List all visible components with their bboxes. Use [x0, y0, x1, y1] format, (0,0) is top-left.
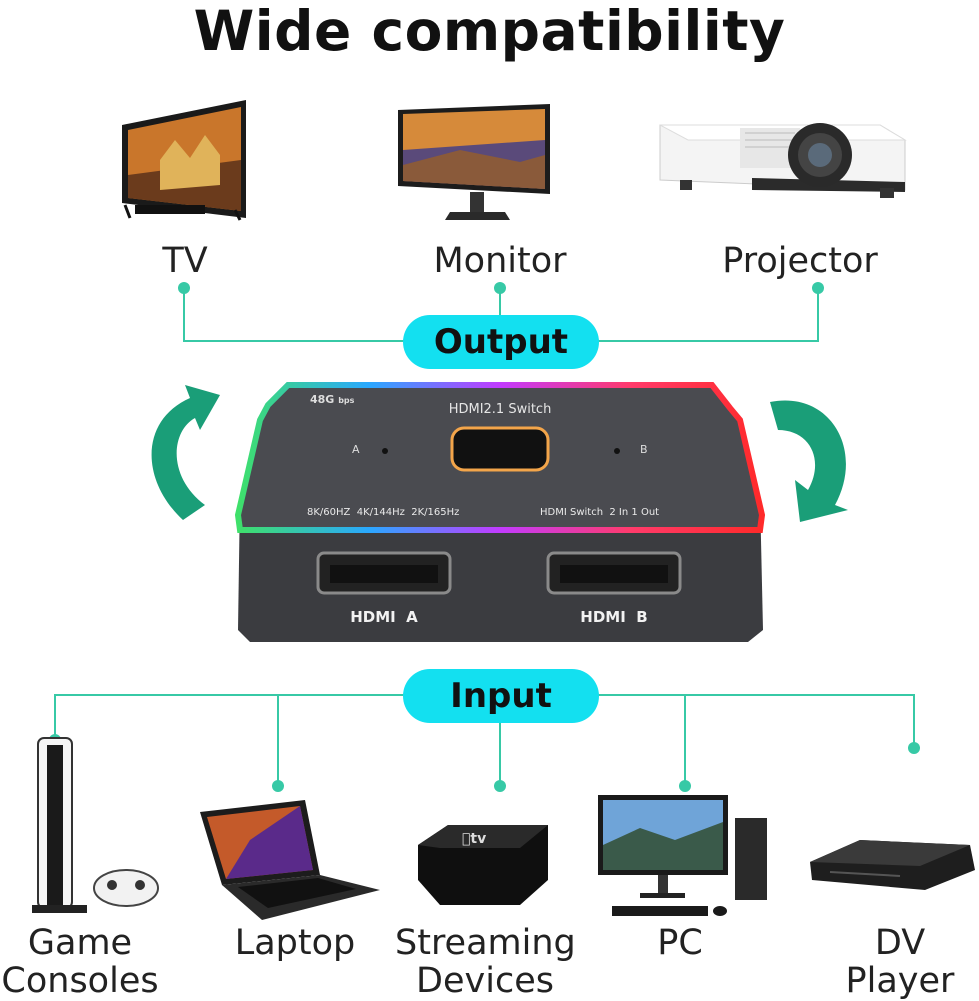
tv-icon [122, 100, 246, 221]
device-speed: 48G bps [310, 393, 355, 406]
streaming-box-icon: tv [418, 825, 548, 905]
monitor-icon [398, 104, 550, 220]
dv-player-icon [810, 840, 975, 890]
port-label-a: HDMI A [350, 608, 418, 626]
output-badge: Output [403, 315, 599, 369]
input-dot-laptop [272, 780, 284, 792]
svg-text:tv: tv [462, 831, 486, 847]
output-label-monitor: Monitor [433, 241, 567, 281]
laptop-icon [200, 800, 380, 920]
output-label-projector: Projector [722, 241, 878, 281]
input-label-laptop: Laptop [234, 923, 356, 963]
output-dot-tv [178, 282, 190, 294]
device-specs: 8K/60HZ 4K/144Hz 2K/165Hz [307, 507, 460, 518]
input-dot-dv [908, 742, 920, 754]
output-label-tv: TV [162, 241, 208, 281]
right-rotate-arrow-icon [770, 400, 848, 522]
pc-icon [598, 795, 767, 916]
page-title: Wide compatibility [193, 0, 786, 63]
input-dot-streaming [494, 780, 506, 792]
left-rotate-arrow-icon [151, 385, 220, 520]
led-label-a: A [352, 443, 360, 456]
input-badge: Input [403, 669, 599, 723]
port-label-b: HDMI B [580, 608, 648, 626]
game-console-icon [32, 737, 159, 913]
hdmi-switch-device [234, 382, 766, 642]
device-specs-right: HDMI Switch 2 In 1 Out [540, 507, 660, 518]
led-label-b: B [640, 443, 648, 456]
input-label-pc: PC [657, 923, 703, 963]
output-dot-projector [812, 282, 824, 294]
output-dot-monitor [494, 282, 506, 294]
projector-icon [659, 123, 907, 198]
device-name: HDMI2.1 Switch [448, 402, 552, 417]
input-dot-pc [679, 780, 691, 792]
